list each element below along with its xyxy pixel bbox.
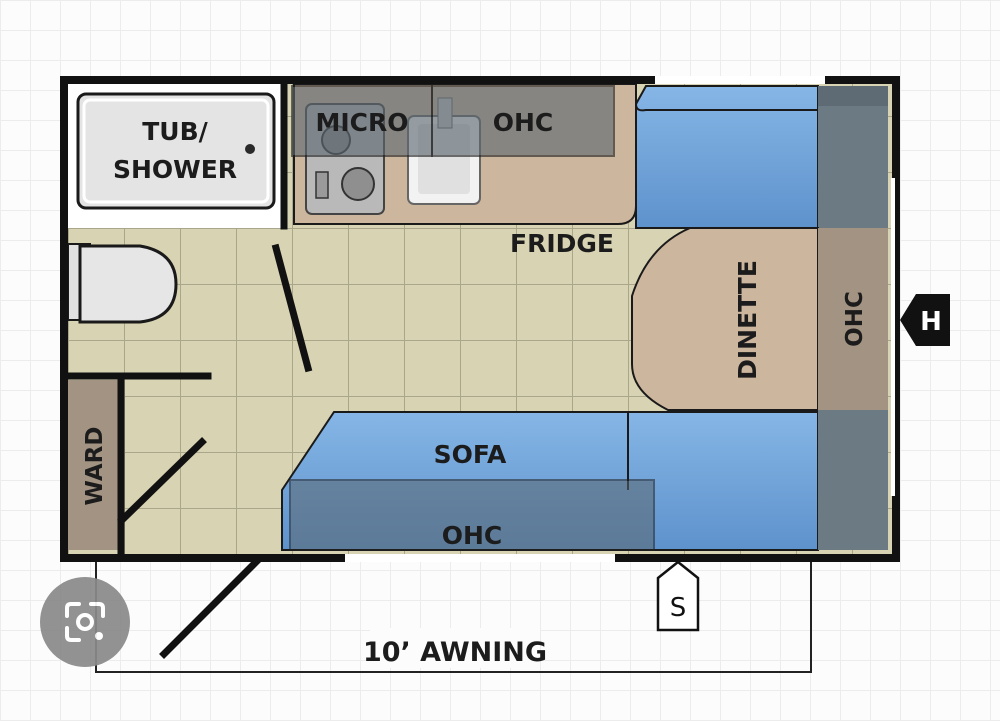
- sofa-overhead-cabinet: OHC: [289, 479, 655, 551]
- dinette-label: DINETTE: [733, 260, 762, 380]
- hitch-marker: H: [900, 294, 950, 346]
- ohc-sofa-label: OHC: [442, 521, 503, 550]
- lens-camera-icon: [65, 602, 105, 642]
- fridge-label: FRIDGE: [510, 229, 614, 258]
- micro-label: MICRO: [315, 108, 408, 137]
- service-label: S: [670, 593, 687, 623]
- drain-icon: [245, 144, 255, 154]
- toilet: [67, 243, 178, 324]
- dinette-table: DINETTE OHC: [631, 227, 888, 411]
- wardrobe: WARD: [68, 380, 120, 550]
- sofa-label: SOFA: [434, 440, 507, 469]
- awning: 10’ AWNING: [95, 559, 812, 673]
- awning-label: 10’ AWNING: [363, 637, 547, 668]
- ward-label: WARD: [82, 427, 108, 506]
- service-marker: S: [656, 560, 700, 632]
- kitchen-overhead-cabinets: MICRO OHC: [291, 85, 615, 157]
- exterior-walls: [60, 76, 900, 562]
- ohc-front-label: OHC: [842, 291, 868, 347]
- shower-label: SHOWER: [113, 155, 237, 184]
- interior-walls: [64, 80, 313, 659]
- ohc-kitchen-label: OHC: [493, 108, 554, 137]
- tub-label: TUB/: [142, 117, 208, 146]
- dinette-bench-top: [635, 85, 888, 229]
- tub-shower: TUB/ SHOWER: [76, 92, 276, 210]
- lens-button[interactable]: [40, 577, 130, 667]
- hitch-label: H: [920, 307, 942, 337]
